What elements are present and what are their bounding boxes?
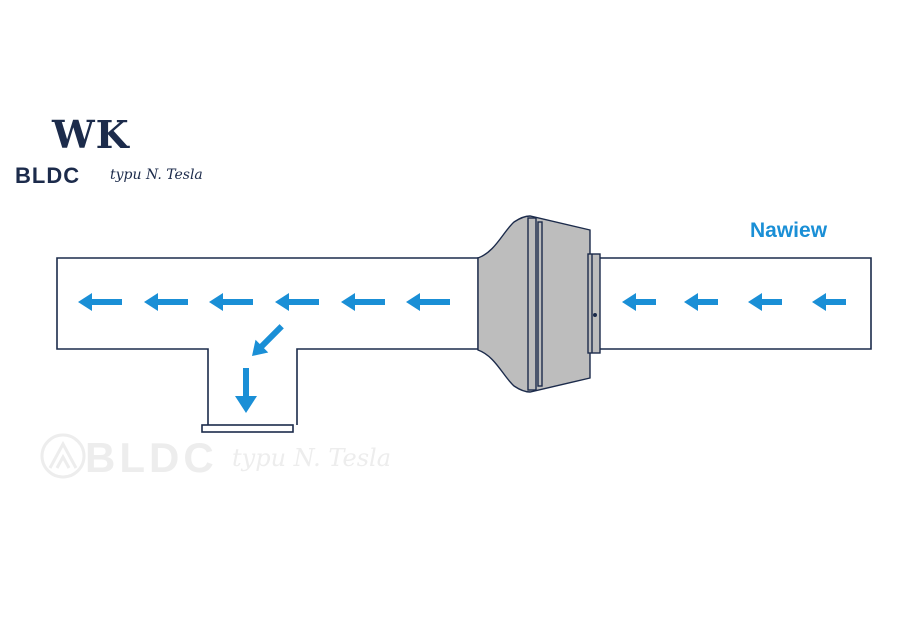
airflow-arrow-icon xyxy=(406,293,450,311)
model-title: WK xyxy=(52,112,130,157)
airflow-arrow-icon xyxy=(209,293,253,311)
airflow-arrow-icon xyxy=(748,293,782,311)
airflow-arrows xyxy=(78,293,846,413)
airflow-arrow-icon xyxy=(622,293,656,311)
airflow-arrow-icon xyxy=(144,293,188,311)
inline-fan xyxy=(477,215,601,393)
brand-tagline: typu N. Tesla xyxy=(110,167,203,183)
watermark-logo-icon xyxy=(40,433,86,479)
watermark-tagline: typu N. Tesla xyxy=(232,444,392,472)
airflow-arrow-icon xyxy=(341,293,385,311)
airflow-arrow-icon xyxy=(78,293,122,311)
left-duct xyxy=(56,257,480,425)
branch-flange xyxy=(201,424,294,433)
watermark-brand-name: BLDC xyxy=(85,434,218,481)
flow-direction-label: Nawiew xyxy=(750,219,828,242)
right-duct xyxy=(598,257,872,350)
fan-ring-left xyxy=(527,217,537,391)
fan-inlet-collar xyxy=(587,253,601,354)
airflow-arrow-down-icon xyxy=(235,368,257,413)
airflow-arrow-icon xyxy=(275,293,319,311)
fan-ring-right xyxy=(537,221,543,387)
airflow-arrow-icon xyxy=(812,293,846,311)
brand-name: BLDC xyxy=(15,163,81,188)
airflow-arrow-diagonal-icon xyxy=(252,324,284,356)
airflow-arrow-icon xyxy=(684,293,718,311)
fan-screw xyxy=(593,313,598,318)
